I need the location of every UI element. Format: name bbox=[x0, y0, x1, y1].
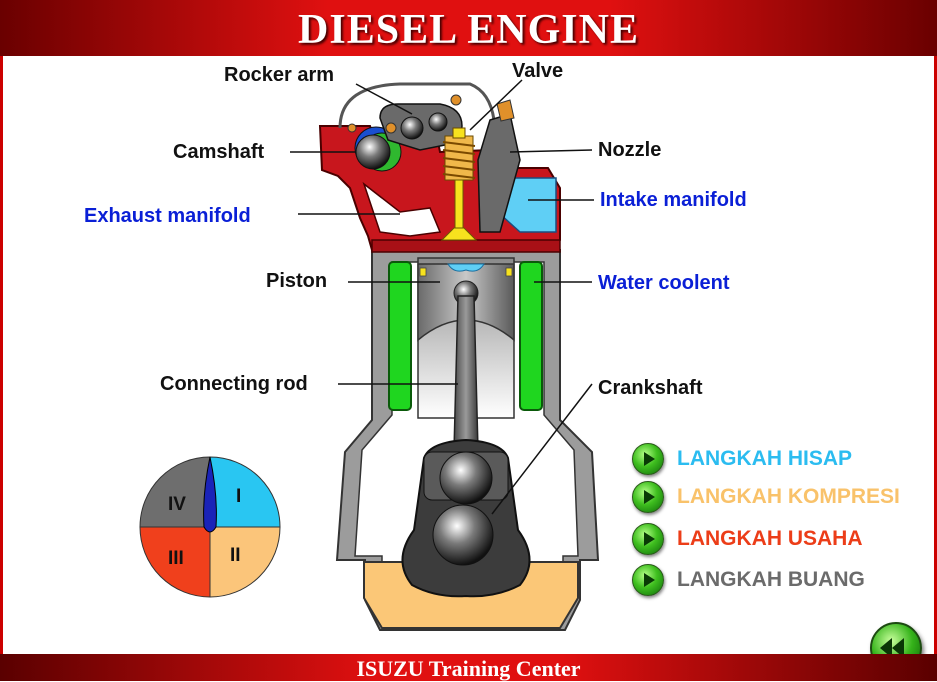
coolant-passage-left bbox=[388, 261, 412, 411]
dial-quadrant-i bbox=[209, 456, 281, 528]
label-camshaft: Camshaft bbox=[173, 141, 265, 163]
leader-lines bbox=[290, 79, 594, 515]
step-button-usaha[interactable]: LANGKAH USAHA bbox=[632, 523, 863, 555]
dial-numeral-ii: II bbox=[230, 545, 241, 566]
footer-text: ISUZU Training Center bbox=[356, 656, 581, 681]
step-label-buang[interactable]: LANGKAH BUANG bbox=[677, 568, 865, 591]
label-water-coolent: Water coolent bbox=[598, 272, 730, 294]
rewind-icon bbox=[892, 638, 904, 658]
valve-shape bbox=[440, 127, 478, 241]
title-bar: DIESEL ENGINE bbox=[0, 0, 937, 56]
label-exhaust-manifold: Exhaust manifold bbox=[84, 205, 251, 227]
play-icon[interactable] bbox=[632, 481, 664, 513]
stroke-cycle-dial: I II III IV bbox=[139, 456, 281, 598]
dial-quadrant-ii bbox=[209, 526, 281, 598]
dial-numeral-iv: IV bbox=[168, 494, 186, 515]
step-label-usaha[interactable]: LANGKAH USAHA bbox=[677, 527, 863, 550]
piston-bowl bbox=[447, 263, 485, 272]
rocker-arm-shape bbox=[338, 82, 496, 151]
play-icon[interactable] bbox=[632, 443, 664, 475]
crankshaft-shape bbox=[401, 438, 531, 598]
dial-numeral-iii: III bbox=[168, 548, 184, 569]
dial-numeral-i: I bbox=[236, 486, 241, 507]
step-button-buang[interactable]: LANGKAH BUANG bbox=[632, 564, 865, 596]
dial-quadrant-iv bbox=[139, 456, 211, 528]
label-rocker-arm: Rocker arm bbox=[224, 64, 335, 86]
step-button-kompresi[interactable]: LANGKAH KOMPRESI bbox=[632, 481, 900, 513]
label-intake-manifold: Intake manifold bbox=[600, 189, 747, 211]
connecting-rod-shape bbox=[453, 295, 479, 451]
footer-bar: ISUZU Training Center bbox=[0, 654, 937, 681]
step-button-hisap[interactable]: LANGKAH HISAP bbox=[632, 443, 852, 475]
frame-border-right bbox=[934, 56, 937, 654]
camshaft-shape bbox=[354, 126, 402, 172]
label-crankshaft: Crankshaft bbox=[598, 377, 703, 399]
step-label-kompresi[interactable]: LANGKAH KOMPRESI bbox=[677, 485, 900, 508]
step-label-hisap[interactable]: LANGKAH HISAP bbox=[677, 447, 853, 470]
dial-quadrant-iii bbox=[139, 526, 211, 598]
label-nozzle: Nozzle bbox=[598, 139, 662, 161]
label-connecting-rod: Connecting rod bbox=[160, 373, 308, 395]
play-icon[interactable] bbox=[632, 564, 664, 596]
label-piston: Piston bbox=[266, 270, 328, 292]
label-valve: Valve bbox=[512, 60, 564, 82]
page-title: DIESEL ENGINE bbox=[298, 7, 639, 53]
play-icon[interactable] bbox=[632, 523, 664, 555]
nozzle-shape bbox=[477, 99, 521, 233]
rewind-icon bbox=[880, 638, 892, 658]
coolant-passage-right bbox=[519, 261, 543, 411]
frame-border-left bbox=[0, 56, 3, 654]
exhaust-port bbox=[362, 181, 442, 237]
dial-pointer bbox=[203, 456, 217, 533]
